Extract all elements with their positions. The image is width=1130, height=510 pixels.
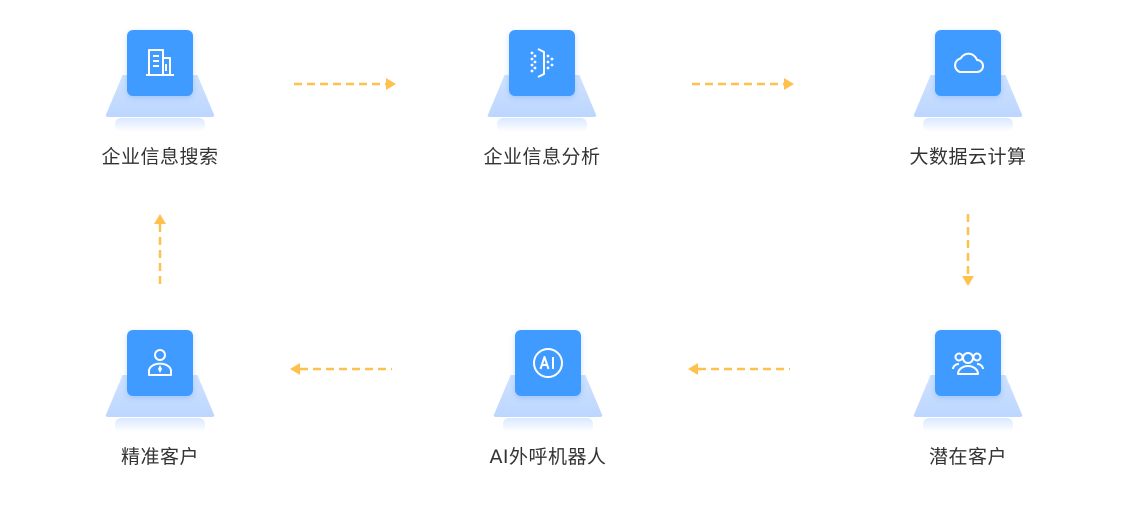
arrow-left-1 xyxy=(688,363,790,375)
node-precise-customer: 精准客户 xyxy=(60,330,260,510)
node-shadow xyxy=(497,118,587,132)
businessman-icon xyxy=(127,330,193,396)
node-shadow xyxy=(923,418,1013,432)
data-analysis-icon xyxy=(509,30,575,96)
node-enterprise-search: 企业信息搜索 xyxy=(60,30,260,210)
user-group-icon xyxy=(935,330,1001,396)
node-shadow xyxy=(503,418,593,432)
arrow-left-2 xyxy=(290,363,392,375)
node-label: 企业信息分析 xyxy=(483,146,601,168)
node-label: 企业信息搜索 xyxy=(101,146,219,168)
node-ai-caller: AI外呼机器人 xyxy=(448,330,648,510)
cloud-icon xyxy=(935,30,1001,96)
node-big-data-cloud: 大数据云计算 xyxy=(868,30,1068,210)
arrow-right-1 xyxy=(294,78,396,90)
node-potential-customer: 潜在客户 xyxy=(868,330,1068,510)
node-shadow xyxy=(115,418,205,432)
arrow-up xyxy=(154,214,166,286)
arrow-down xyxy=(962,214,974,286)
node-label: 大数据云计算 xyxy=(909,146,1027,168)
node-label: 潜在客户 xyxy=(928,446,1007,468)
building-icon xyxy=(127,30,193,96)
arrow-right-2 xyxy=(692,78,794,90)
node-shadow xyxy=(115,118,205,132)
node-enterprise-analysis: 企业信息分析 xyxy=(442,30,642,210)
ai-icon xyxy=(515,330,581,396)
node-label: 精准客户 xyxy=(120,446,199,468)
node-label: AI外呼机器人 xyxy=(489,446,607,468)
node-shadow xyxy=(923,118,1013,132)
